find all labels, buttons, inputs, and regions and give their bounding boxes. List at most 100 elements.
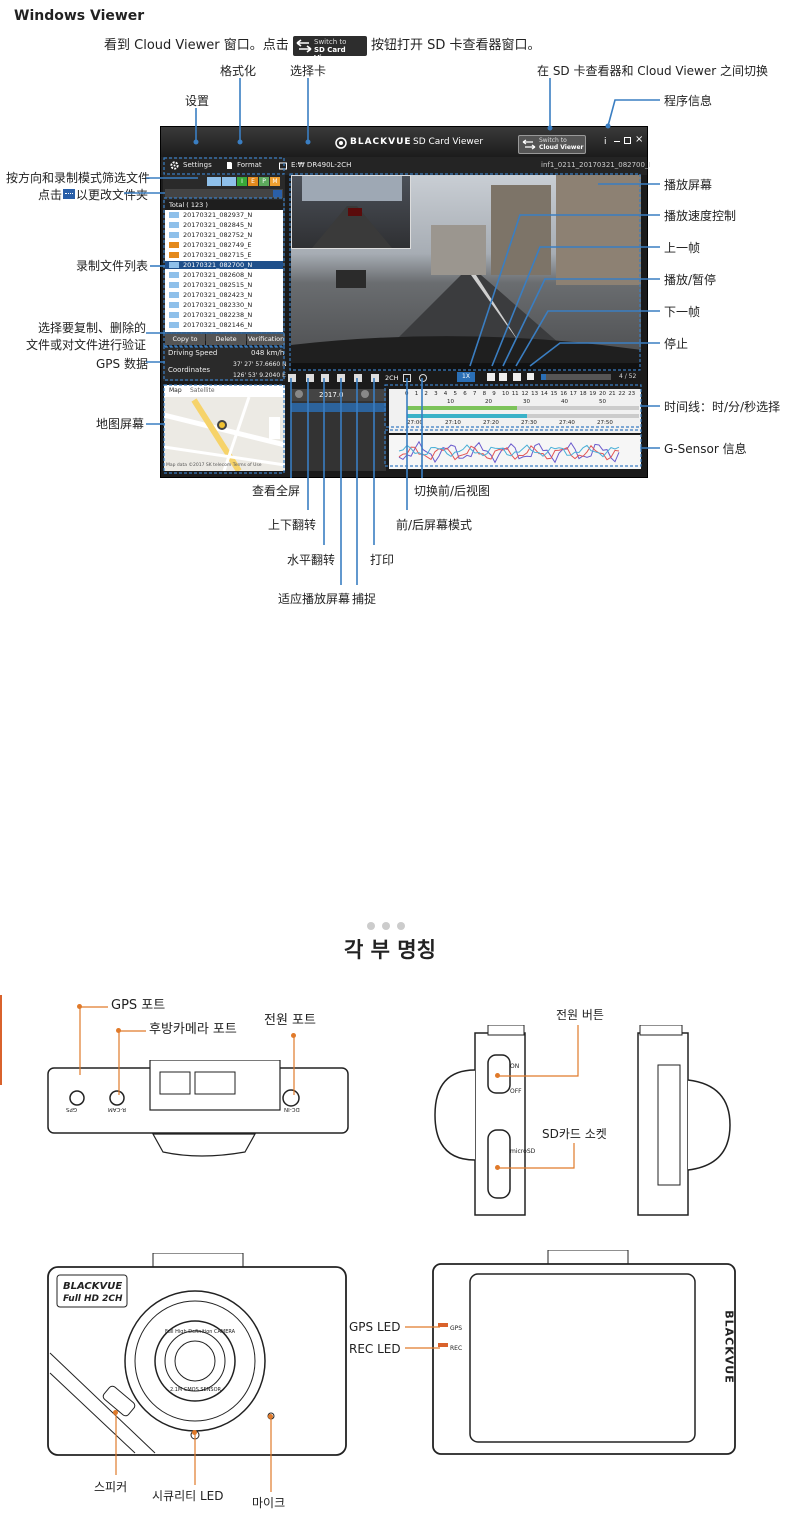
switch-to-cloud-button[interactable]: Switch to Cloud Viewer [518,135,586,154]
next-frame-icon[interactable] [513,373,521,381]
minute-tick[interactable]: 30 [523,399,530,405]
delete-button[interactable]: Delete [206,334,246,345]
hour-tick[interactable]: 5 [453,391,458,397]
speed-control[interactable]: 1X [457,372,475,382]
drive-icon [279,162,287,170]
label-gsensor: G-Sensor 信息 [664,442,747,456]
second-tick[interactable]: 27:10 [445,420,461,426]
hour-tick[interactable]: 21 [608,391,616,397]
map-panel: Map Satellite Map data ©2017 SK telecom … [164,385,285,471]
file-row[interactable]: 20170321_082937_N [165,211,283,219]
file-row[interactable]: 20170321_082752_N [165,231,283,239]
calendar-prev-icon[interactable] [295,390,303,398]
play-pause-icon[interactable] [499,373,507,381]
minute-tick[interactable]: 40 [561,399,568,405]
weekday-row [291,403,386,412]
hour-tick[interactable]: 22 [618,391,626,397]
hour-tick[interactable]: 18 [579,391,587,397]
fullscreen-icon[interactable] [288,374,296,382]
filter-normal[interactable]: I [237,177,247,186]
filter-rear-icon[interactable] [222,177,236,186]
second-tick[interactable]: 27:20 [483,420,499,426]
folder-browse-icon[interactable] [273,190,282,197]
hour-tick[interactable]: 14 [540,391,548,397]
label-screen: 播放屏幕 [664,178,713,192]
file-row[interactable]: 20170321_082330_N [165,301,283,309]
hour-tick[interactable]: 19 [589,391,597,397]
hour-tick[interactable]: 17 [569,391,577,397]
hour-tick[interactable]: 23 [628,391,636,397]
filter-parking[interactable]: P [259,177,269,186]
pip-mode-icon[interactable] [403,374,411,382]
card-select[interactable]: E:₩ DR490L-2CH [291,161,352,169]
hour-tick[interactable]: 20 [599,391,606,397]
file-row[interactable]: 20170321_082749_E [165,241,283,249]
flip-vertical-icon[interactable] [306,374,314,382]
toggle-view-icon[interactable] [419,374,427,382]
gps-port-label: GPS 포트 [111,998,166,1013]
rear-view-inset[interactable] [291,175,411,249]
settings-button[interactable]: Settings [183,161,212,169]
file-row[interactable]: 20170321_082146_N [165,321,283,329]
file-row[interactable]: 20170321_082700_N [165,261,283,269]
minute-tick[interactable]: 20 [485,399,492,405]
hour-tick[interactable]: 10 [502,391,509,397]
hour-tick[interactable]: 15 [550,391,558,397]
hour-tick[interactable]: 6 [463,391,467,397]
pip-mode-button[interactable]: 2CH [385,374,399,382]
verification-button[interactable]: Verification [247,334,285,345]
minimize-icon[interactable] [614,141,620,142]
file-row[interactable]: 20170321_082238_N [165,311,283,319]
second-tick[interactable]: 27:30 [521,420,537,426]
filter-front-icon[interactable] [207,177,221,186]
flip-horizontal-icon[interactable] [321,374,329,382]
minute-tick[interactable]: 10 [447,399,454,405]
print-icon[interactable] [371,374,379,382]
file-type-icon [169,212,179,218]
calendar-next-icon[interactable] [361,390,369,398]
second-tick[interactable]: 27:50 [597,420,613,426]
label-pip: 前/后屏幕模式 [396,518,473,532]
hour-tick[interactable]: 8 [482,391,487,397]
hour-tick[interactable]: 3 [434,391,438,397]
file-row[interactable]: 20170321_082608_N [165,271,283,279]
file-row[interactable]: 20170321_082515_N [165,281,283,289]
second-tick[interactable]: 27:00 [407,420,423,426]
progress-bar[interactable] [541,374,611,380]
label-fullscreen: 查看全屏 [252,484,301,498]
hour-tick[interactable]: 0 [405,391,409,397]
switch-arrows-icon [522,139,536,150]
hour-tick[interactable]: 11 [511,391,519,397]
close-icon[interactable]: × [635,134,644,145]
minute-tick[interactable]: 50 [599,399,606,405]
hour-tick[interactable]: 13 [531,391,539,397]
info-icon[interactable]: i [604,137,607,147]
file-row[interactable]: 20170321_082423_N [165,291,283,299]
filter-manual[interactable]: M [270,177,280,186]
format-button[interactable]: Format [237,161,262,169]
fit-screen-icon[interactable] [337,374,345,382]
hour-tick[interactable]: 12 [521,391,529,397]
hour-tick[interactable]: 4 [443,391,448,397]
hour-tick[interactable]: 1 [414,391,419,397]
playback-screen[interactable] [291,175,641,371]
capture-icon[interactable] [354,374,362,382]
second-tick[interactable]: 27:40 [559,420,575,426]
hour-tick[interactable]: 9 [492,391,496,397]
maximize-icon[interactable] [624,137,631,144]
prev-frame-icon[interactable] [487,373,495,381]
copy-to-button[interactable]: Copy to [165,334,205,345]
callout-dot [495,1073,500,1078]
stop-icon[interactable] [527,373,534,380]
zoom-control[interactable] [269,417,280,439]
filter-event[interactable]: E [248,177,258,186]
hour-tick[interactable]: 7 [472,391,477,397]
hour-tick[interactable]: 16 [560,391,568,397]
label-play: 播放/暂停 [664,273,717,287]
hour-tick[interactable]: 2 [424,391,428,397]
file-row[interactable]: 20170321_082845_N [165,221,283,229]
file-row[interactable]: 20170321_082715_E [165,251,283,259]
security-led-label: 시큐리티 LED [152,1489,224,1503]
